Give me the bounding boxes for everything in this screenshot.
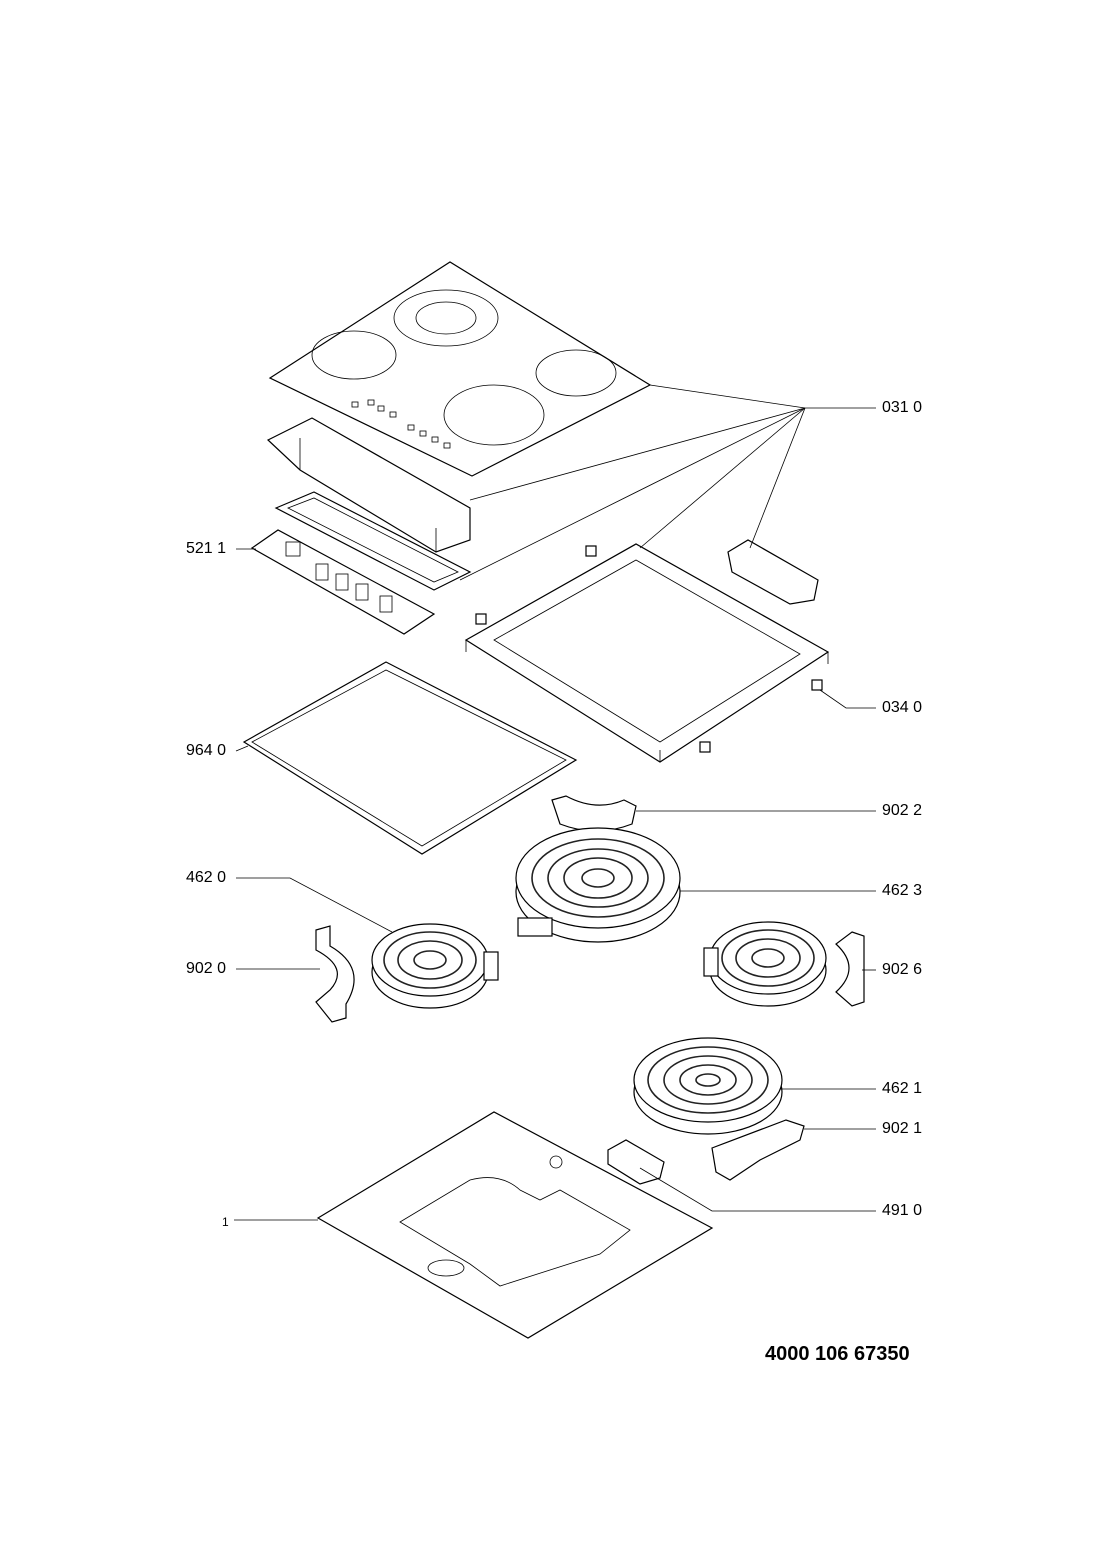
support-frame	[464, 543, 830, 763]
heater-left	[371, 923, 499, 1009]
heater-lower	[633, 1037, 783, 1135]
callout-034-0: 034 0	[882, 699, 923, 716]
leader-lines	[234, 384, 876, 1221]
control-bracket	[266, 417, 471, 553]
bottom-tray	[316, 1111, 714, 1339]
terminal-block	[607, 1139, 665, 1185]
control-frame	[274, 491, 472, 591]
callout-1: 1	[222, 1215, 229, 1229]
callout-902-6: 902 6	[882, 961, 923, 978]
bracket-902-1	[711, 1119, 805, 1181]
bracket-902-6	[835, 931, 865, 1007]
heater-large	[515, 827, 681, 943]
electronic-board	[250, 529, 436, 635]
callout-462-3: 462 3	[882, 882, 923, 899]
callout-462-0: 462 0	[186, 869, 227, 886]
touch-control-marks	[351, 399, 451, 449]
callout-902-0: 902 0	[186, 960, 227, 977]
corner-bracket	[727, 539, 819, 605]
bracket-902-2	[551, 795, 637, 832]
callout-462-1: 462 1	[882, 1080, 923, 1097]
glass-cooktop	[268, 261, 652, 477]
heater-right	[703, 921, 827, 1007]
callout-491-0: 491 0	[882, 1202, 923, 1219]
callout-964-0: 964 0	[186, 742, 227, 759]
gasket	[242, 661, 578, 855]
callout-031-0: 031 0	[882, 399, 923, 416]
document-number: 4000 106 67350	[765, 1343, 910, 1365]
callout-521-1: 521 1	[186, 540, 227, 557]
frame-clips	[475, 545, 823, 753]
callout-902-2: 902 2	[882, 802, 923, 819]
callout-902-1: 902 1	[882, 1120, 923, 1137]
bracket-902-0	[315, 925, 355, 1023]
